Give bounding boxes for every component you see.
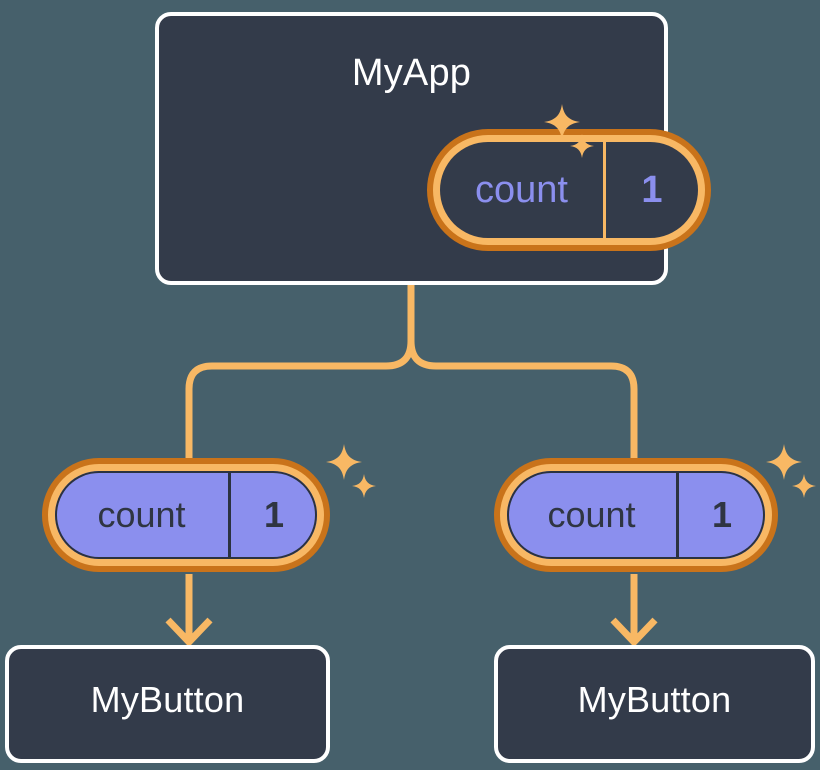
component-label-mybutton-right: MyButton xyxy=(577,679,732,720)
component-label-mybutton-left: MyButton xyxy=(90,679,245,720)
arrow-down-icon-left xyxy=(165,617,213,648)
state-pill-inner: count 1 xyxy=(440,142,698,238)
sparkle-icon xyxy=(326,444,362,480)
state-pill-inner: count 1 xyxy=(507,471,765,559)
connector-branch-right xyxy=(407,340,638,458)
state-key-myapp: count xyxy=(475,168,568,211)
sparkle-group-child-left xyxy=(322,444,382,506)
state-key-child-left: count xyxy=(97,494,186,535)
state-pill-inner: count 1 xyxy=(55,471,317,559)
component-box-mybutton-right[interactable]: MyButton xyxy=(494,645,815,763)
state-pill-divider xyxy=(603,142,606,238)
component-box-mybutton-left[interactable]: MyButton xyxy=(5,645,330,763)
state-pill-child-right[interactable]: count 1 xyxy=(494,458,778,572)
sparkle-icon xyxy=(792,474,816,498)
state-value-child-left: 1 xyxy=(263,494,285,535)
sparkle-icon xyxy=(352,474,376,498)
state-value-myapp: 1 xyxy=(641,168,663,211)
component-label-myapp: MyApp xyxy=(351,52,472,94)
state-value-child-right: 1 xyxy=(711,494,733,535)
state-pill-divider xyxy=(676,471,679,559)
sparkle-icon xyxy=(766,444,802,480)
state-pill-myapp[interactable]: count 1 xyxy=(427,129,711,251)
arrow-down-icon-right xyxy=(610,617,658,648)
component-box-myapp[interactable]: MyApp count 1 xyxy=(155,12,711,285)
state-pill-divider xyxy=(228,471,231,559)
connector-branch-left xyxy=(185,340,415,458)
state-pill-child-left[interactable]: count 1 xyxy=(42,458,330,572)
state-key-child-right: count xyxy=(547,494,636,535)
